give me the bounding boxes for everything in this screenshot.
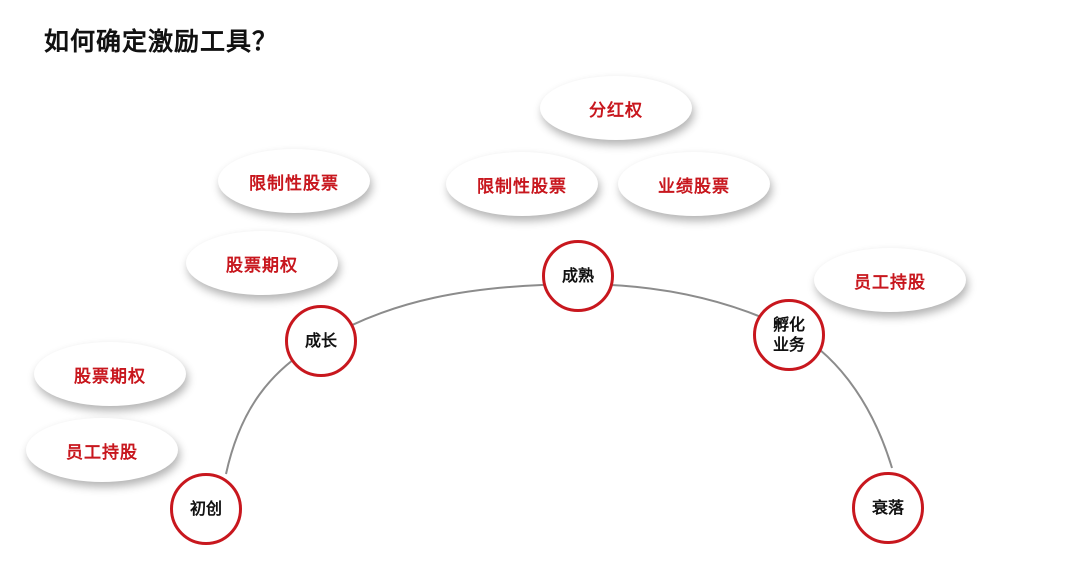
page-title: 如何确定激励工具？ bbox=[44, 27, 279, 56]
stage-node-incubation: 孵化 业务 bbox=[753, 299, 825, 371]
stage-label: 孵化 业务 bbox=[772, 315, 805, 354]
tool-oval-esop-startup: 员工持股 bbox=[26, 418, 178, 482]
stage-node-startup: 初创 bbox=[170, 473, 242, 545]
tool-oval-esop-incubation: 员工持股 bbox=[814, 248, 966, 312]
tool-oval-restricted-stock-mature: 限制性股票 bbox=[446, 152, 598, 216]
tool-oval-restricted-stock-growth: 限制性股票 bbox=[218, 149, 370, 213]
tool-oval-stock-options-startup: 股票期权 bbox=[34, 342, 186, 406]
stage-label: 成熟 bbox=[561, 266, 594, 285]
tool-oval-dividend-rights: 分红权 bbox=[540, 76, 692, 140]
stage-node-decline: 衰落 bbox=[852, 472, 924, 544]
stage-label: 初创 bbox=[189, 499, 222, 518]
tool-oval-stock-options-growth: 股票期权 bbox=[186, 231, 338, 295]
stage-label: 衰落 bbox=[871, 498, 904, 517]
stage-node-growth: 成长 bbox=[285, 305, 357, 377]
tool-oval-performance-shares: 业绩股票 bbox=[618, 152, 770, 216]
stage-label: 成长 bbox=[304, 331, 337, 350]
stage-node-mature: 成熟 bbox=[542, 240, 614, 312]
